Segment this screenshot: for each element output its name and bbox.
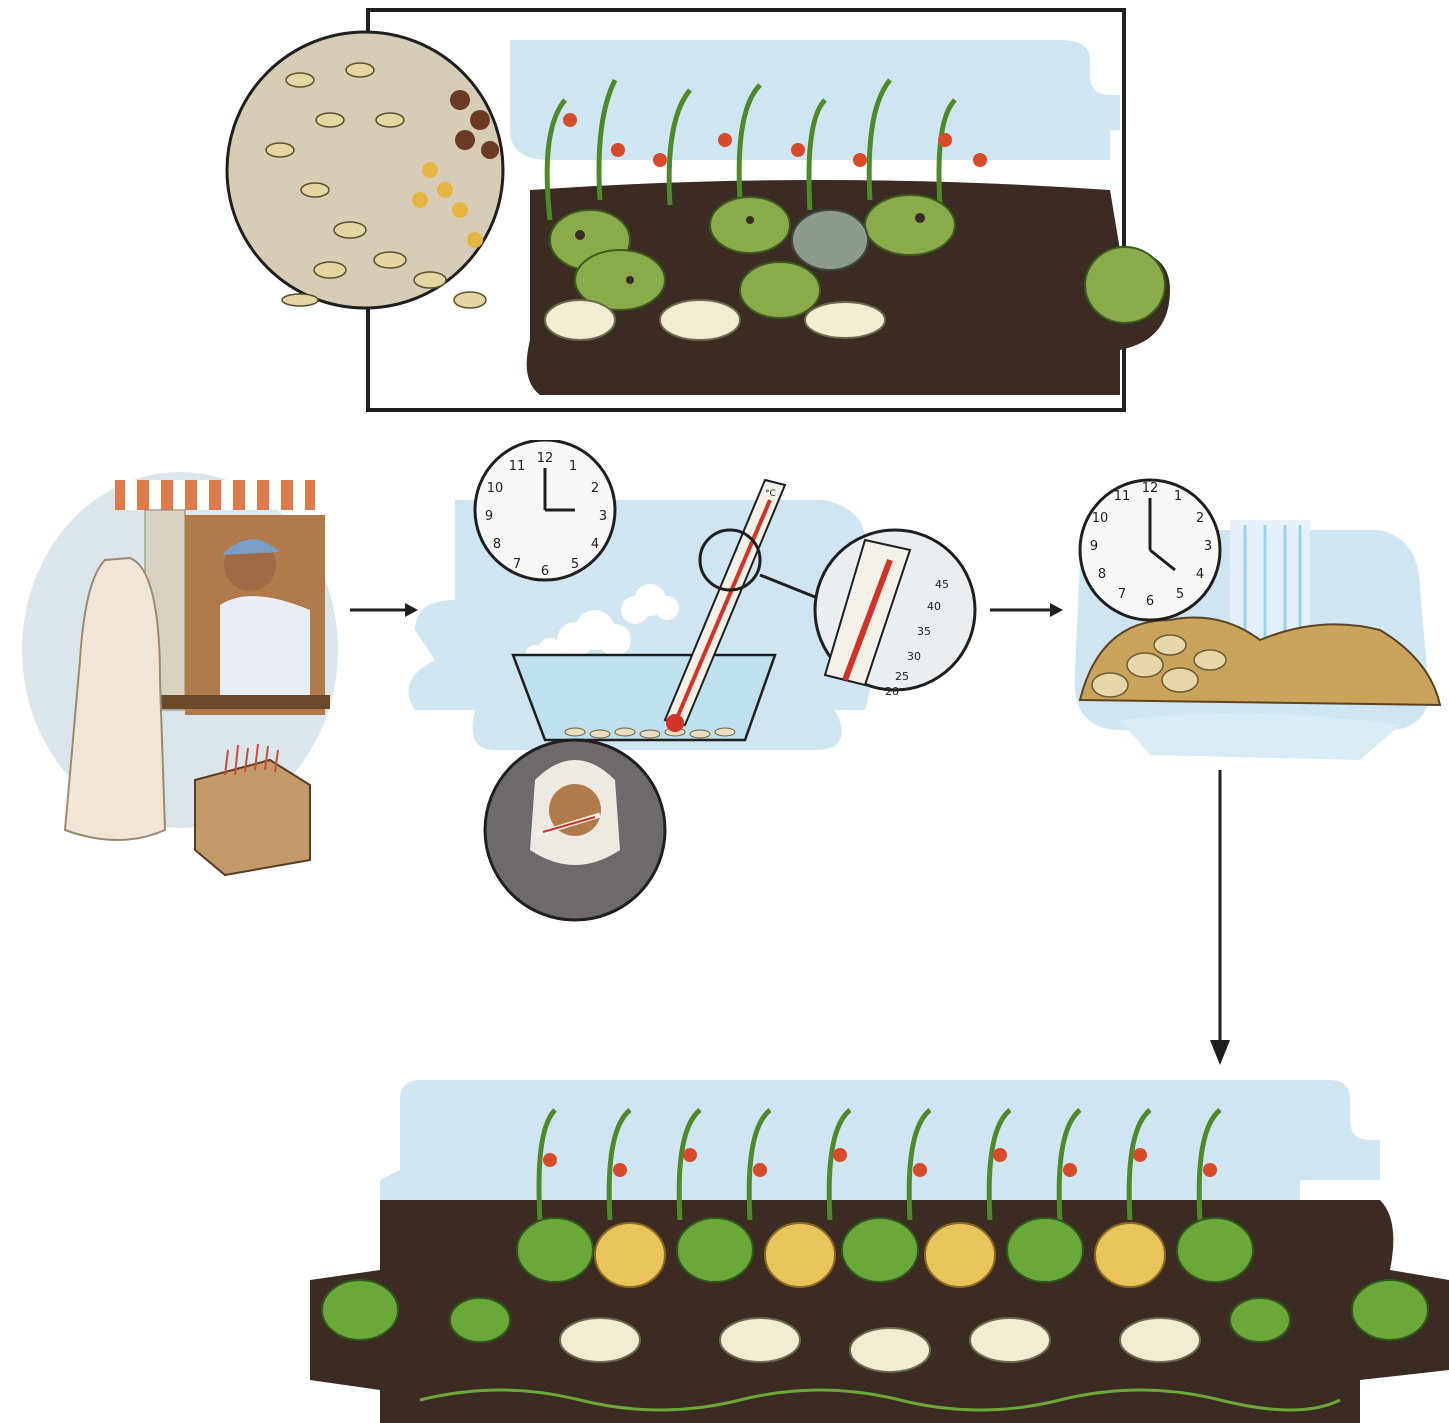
svg-text:4: 4 bbox=[1196, 567, 1204, 582]
svg-text:8: 8 bbox=[493, 537, 501, 552]
arrow-2 bbox=[990, 600, 1065, 620]
svg-text:3: 3 bbox=[1204, 539, 1212, 554]
svg-text:11: 11 bbox=[1114, 489, 1131, 504]
svg-text:6: 6 bbox=[541, 564, 549, 579]
svg-text:35: 35 bbox=[917, 625, 931, 638]
arrow-3 bbox=[1205, 770, 1235, 1070]
thermometer-unit: °C bbox=[765, 489, 776, 499]
gray-pumpkin bbox=[792, 210, 868, 270]
counter bbox=[140, 695, 330, 709]
rinse-seeds-panel: 12 1 2 3 4 5 6 7 8 9 10 11 bbox=[1060, 470, 1449, 770]
svg-text:45: 45 bbox=[935, 578, 949, 591]
svg-text:10: 10 bbox=[1092, 511, 1109, 526]
svg-text:9: 9 bbox=[485, 509, 493, 524]
healthy-sky bbox=[380, 1080, 1380, 1200]
svg-text:1: 1 bbox=[1174, 489, 1182, 504]
svg-text:20: 20 bbox=[885, 685, 899, 698]
thermometer-box-icon bbox=[195, 760, 310, 875]
awning bbox=[115, 480, 315, 510]
svg-text:2: 2 bbox=[591, 481, 599, 496]
svg-text:2: 2 bbox=[1196, 511, 1204, 526]
svg-text:6: 6 bbox=[1146, 594, 1154, 609]
market-stall-panel bbox=[10, 440, 350, 890]
clock-icon: 12 1 2 3 4 5 6 7 8 9 10 11 bbox=[475, 440, 615, 580]
svg-text:5: 5 bbox=[1176, 587, 1184, 602]
svg-text:8: 8 bbox=[1098, 567, 1106, 582]
cauliflowers bbox=[545, 300, 885, 340]
svg-text:12: 12 bbox=[537, 451, 554, 466]
svg-text:30: 30 bbox=[907, 650, 921, 663]
svg-text:25: 25 bbox=[895, 670, 909, 683]
vendor-shirt bbox=[220, 596, 310, 700]
before-field-panel bbox=[220, 0, 1220, 420]
svg-text:7: 7 bbox=[1118, 587, 1126, 602]
svg-text:12: 12 bbox=[1142, 481, 1159, 496]
svg-text:3: 3 bbox=[599, 509, 607, 524]
seed-soak-panel: °C 45 40 35 30 25 20 12 1 2 3 4 5 6 7 8 … bbox=[395, 440, 995, 940]
svg-text:11: 11 bbox=[509, 459, 526, 474]
healthy-field-panel bbox=[300, 1070, 1449, 1423]
svg-text:4: 4 bbox=[591, 537, 599, 552]
svg-text:40: 40 bbox=[927, 600, 941, 613]
svg-text:9: 9 bbox=[1090, 539, 1098, 554]
svg-text:5: 5 bbox=[571, 557, 579, 572]
svg-text:7: 7 bbox=[513, 557, 521, 572]
bowl-icon bbox=[513, 655, 775, 740]
before-field-illustration bbox=[220, 0, 1220, 420]
water-puddle bbox=[1120, 714, 1400, 760]
svg-text:1: 1 bbox=[569, 459, 577, 474]
svg-text:10: 10 bbox=[487, 481, 504, 496]
clock-icon-2: 12 1 2 3 4 5 6 7 8 9 10 11 bbox=[1080, 480, 1220, 620]
